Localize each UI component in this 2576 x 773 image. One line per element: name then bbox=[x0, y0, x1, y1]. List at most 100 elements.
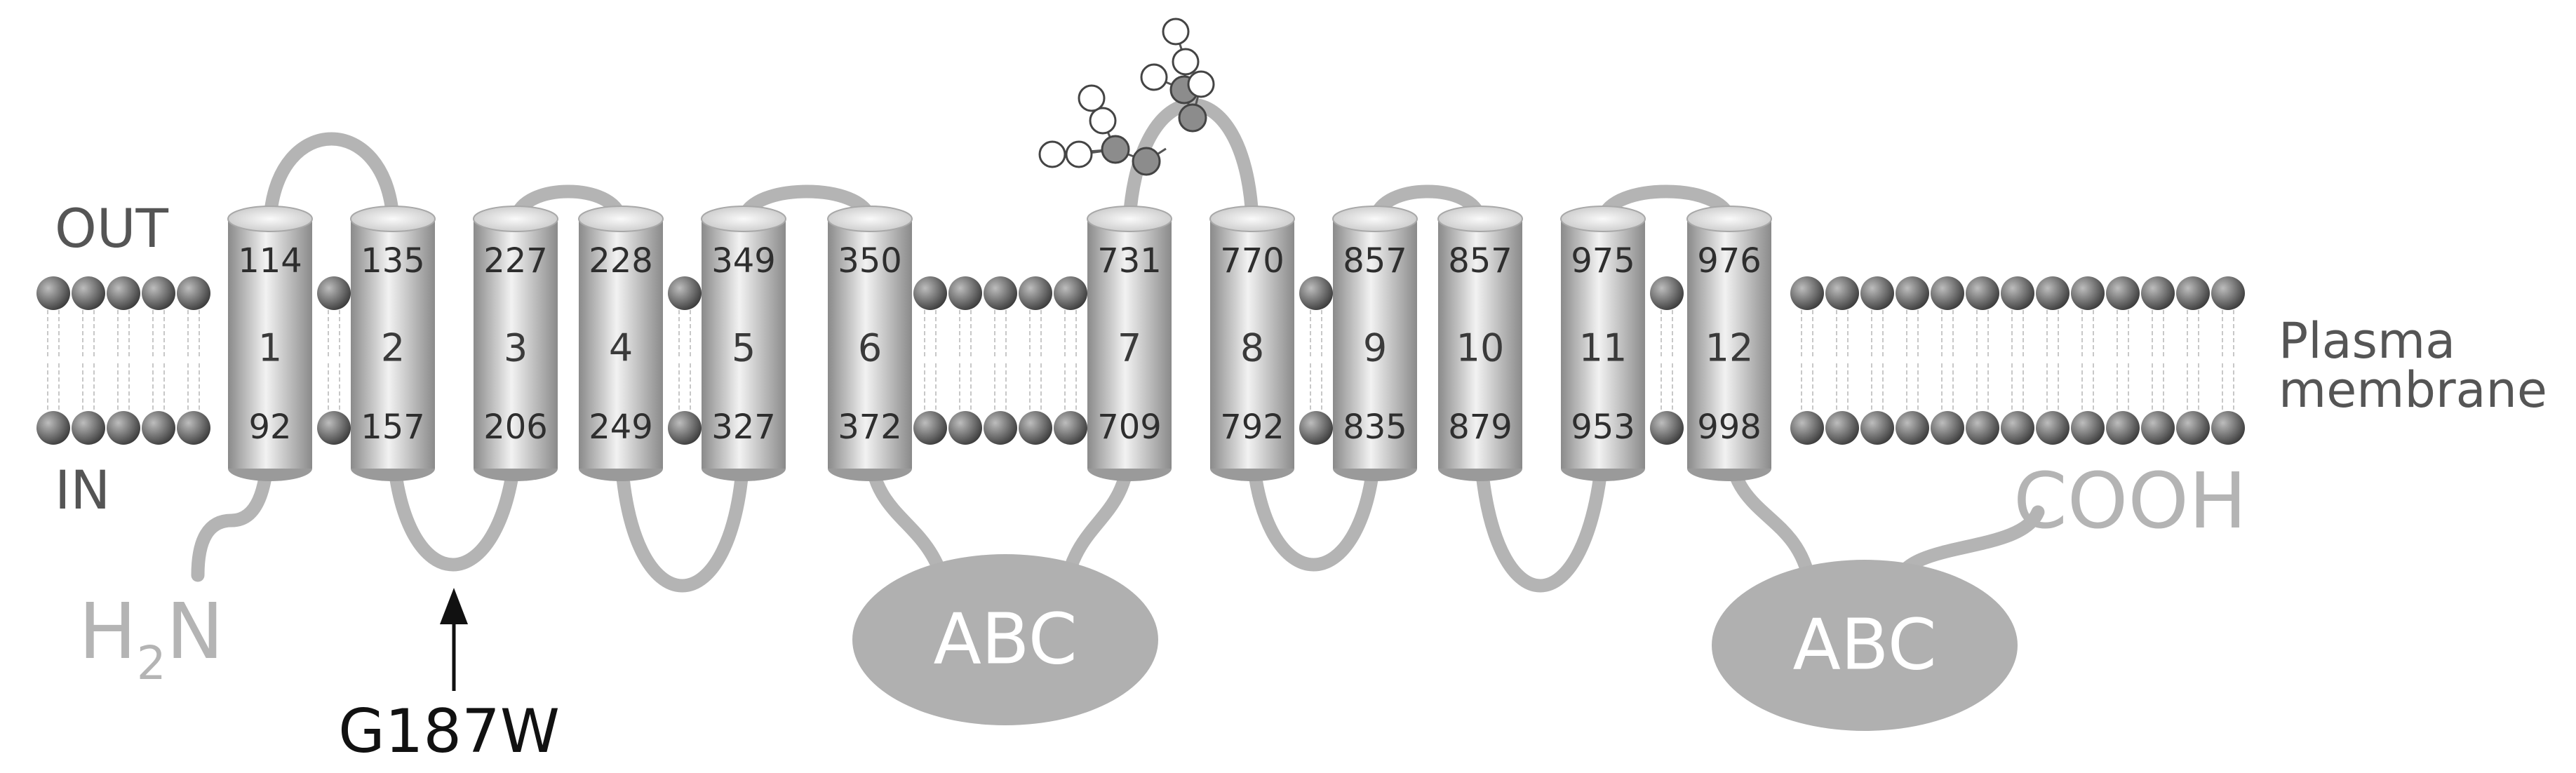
helix-bottom-shade bbox=[474, 455, 558, 469]
abc-domain-2-label: ABC bbox=[1792, 603, 1936, 685]
lipid-head-outer bbox=[36, 276, 70, 310]
helix-top-cap bbox=[1560, 206, 1646, 232]
n-terminus-subscript: 2 bbox=[137, 636, 166, 690]
glycan-open-sugar bbox=[1140, 63, 1168, 91]
helix-bottom-shade bbox=[228, 455, 312, 469]
lipid-head-inner bbox=[142, 411, 175, 445]
glycan-open-sugar bbox=[1038, 140, 1066, 168]
helix-9-top-residue: 857 bbox=[1343, 241, 1407, 281]
helix-body bbox=[351, 219, 435, 469]
helix-6-bottom-residue: 372 bbox=[838, 408, 902, 447]
helix-top-cap bbox=[578, 206, 664, 232]
helix-2-number: 2 bbox=[381, 326, 405, 370]
n-terminus-label: H2N bbox=[79, 586, 224, 690]
mutation-label: G187W bbox=[338, 697, 560, 767]
helix-7-bottom-residue: 709 bbox=[1097, 408, 1162, 447]
lipid-head-inner bbox=[2211, 411, 2245, 445]
n-terminal-tail bbox=[191, 442, 275, 582]
helix-8-bottom-residue: 792 bbox=[1220, 408, 1284, 447]
lipid-head-inner bbox=[668, 411, 702, 445]
helix-bottom-shade bbox=[1561, 455, 1645, 469]
mutation-marker: G187W bbox=[338, 588, 560, 767]
intracellular-loop-4-5 bbox=[614, 442, 751, 593]
lipid-head-inner bbox=[913, 411, 947, 445]
lipid-head-outer bbox=[1790, 276, 1824, 310]
n-terminus-h: H bbox=[79, 586, 137, 676]
helix-bottom-shade bbox=[1687, 455, 1771, 469]
lipid-head-outer bbox=[2071, 276, 2105, 310]
helix-top-cap bbox=[473, 206, 558, 232]
mutation-arrow-head bbox=[440, 588, 468, 624]
lipid-head-inner bbox=[984, 411, 1017, 445]
lipid-head-outer bbox=[1825, 276, 1859, 310]
lipid-head-inner bbox=[948, 411, 982, 445]
helix-bottom-shade bbox=[702, 455, 786, 469]
helix-top-cap bbox=[1332, 206, 1418, 232]
helix-10-top-residue: 857 bbox=[1448, 241, 1512, 281]
helix-6-top-residue: 350 bbox=[838, 241, 902, 281]
intracellular-loop-8-9 bbox=[1245, 442, 1382, 572]
intracellular-loop-2-3 bbox=[386, 442, 523, 572]
lipid-head-outer bbox=[1019, 276, 1052, 310]
lipid-head-inner bbox=[36, 411, 70, 445]
glycan-open-sugar bbox=[1065, 140, 1093, 168]
lipid-head-outer bbox=[177, 276, 210, 310]
glycan-open-sugar bbox=[1078, 84, 1106, 112]
in-label: IN bbox=[55, 459, 110, 521]
helix-8-top-residue: 770 bbox=[1220, 241, 1284, 281]
helix-body bbox=[579, 219, 663, 469]
glycosylation-tree bbox=[1038, 18, 1215, 176]
lipid-head-outer bbox=[913, 276, 947, 310]
helix-bottom-shade bbox=[1210, 455, 1294, 469]
helix-bottom-shade bbox=[1438, 455, 1522, 469]
helix-bottom-shade bbox=[1087, 455, 1172, 469]
helix-bottom-shade bbox=[579, 455, 663, 469]
helix-9-bottom-residue: 835 bbox=[1343, 408, 1407, 447]
lipid-head-outer bbox=[1931, 276, 1964, 310]
helix-3-top-residue: 227 bbox=[483, 241, 548, 281]
lipid-head-outer bbox=[2141, 276, 2175, 310]
glycan-filled-sugar bbox=[1178, 103, 1207, 133]
helix-3-bottom-residue: 206 bbox=[483, 408, 548, 447]
abc-domain-1-label: ABC bbox=[933, 598, 1077, 680]
helix-10-bottom-residue: 879 bbox=[1448, 408, 1512, 447]
lipid-head-inner bbox=[1054, 411, 1087, 445]
lipid-head-inner bbox=[2176, 411, 2210, 445]
helix-9: 857 9 835 bbox=[1332, 206, 1418, 481]
helix-12-number: 12 bbox=[1705, 326, 1754, 370]
helix-top-cap bbox=[827, 206, 913, 232]
helix-12-top-residue: 976 bbox=[1697, 241, 1762, 281]
lipid-head-inner bbox=[107, 411, 140, 445]
helix-bottom-shade bbox=[1333, 455, 1417, 469]
lipid-head-inner bbox=[1966, 411, 1999, 445]
lipid-head-outer bbox=[1650, 276, 1684, 310]
helix-bottom-shade bbox=[828, 455, 912, 469]
lipid-head-inner bbox=[1896, 411, 1929, 445]
lipid-head-outer bbox=[948, 276, 982, 310]
helix-9-number: 9 bbox=[1363, 326, 1387, 370]
c-terminus-label: COOH bbox=[2013, 456, 2247, 546]
helix-top-cap bbox=[1437, 206, 1523, 232]
n-terminus-n: N bbox=[166, 586, 224, 676]
lipid-head-inner bbox=[1019, 411, 1052, 445]
glycan-open-sugar bbox=[1089, 107, 1117, 135]
lipid-head-inner bbox=[2001, 411, 2034, 445]
lipid-head-inner bbox=[2036, 411, 2069, 445]
helix-11-bottom-residue: 953 bbox=[1571, 408, 1635, 447]
plasma-label: Plasma bbox=[2279, 312, 2455, 370]
lipid-head-outer bbox=[1966, 276, 1999, 310]
helix-3-number: 3 bbox=[504, 326, 528, 370]
lipid-head-inner bbox=[2071, 411, 2105, 445]
extracellular-loop-1-2 bbox=[263, 132, 400, 226]
helix-body bbox=[702, 219, 786, 469]
helix-4-top-residue: 228 bbox=[589, 241, 653, 281]
helix-1-number: 1 bbox=[258, 326, 282, 370]
